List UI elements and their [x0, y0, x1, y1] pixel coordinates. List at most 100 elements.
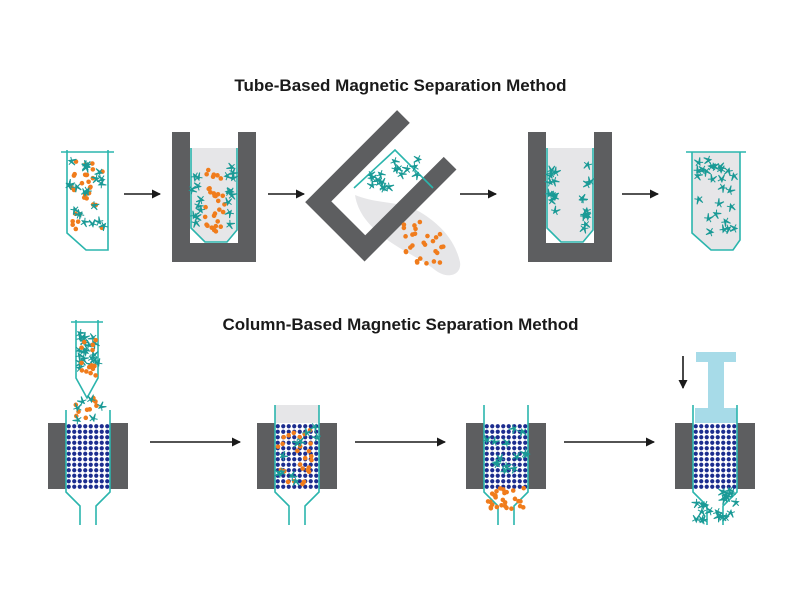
orange-cell — [412, 231, 418, 237]
teal-cell — [193, 182, 202, 191]
orange-cell — [90, 347, 95, 353]
orange-cell — [300, 466, 305, 471]
orange-cell — [417, 256, 423, 261]
teal-cell — [97, 401, 107, 411]
orange-cell — [281, 434, 287, 440]
teal-cell — [367, 172, 377, 182]
orange-cell — [421, 240, 427, 246]
teal-cell — [501, 438, 511, 448]
orange-cell — [280, 441, 285, 447]
orange-cell — [218, 224, 224, 230]
teal-cell — [88, 219, 97, 228]
teal-cell — [376, 169, 386, 180]
orange-cell — [75, 219, 81, 224]
orange-cell — [499, 503, 504, 508]
teal-cell — [482, 435, 491, 444]
teal-cell — [223, 197, 233, 207]
orange-cell — [213, 229, 219, 234]
orange-cell — [308, 441, 313, 446]
teal-cell — [707, 173, 718, 183]
teal-cell — [291, 438, 301, 448]
orange-cell — [220, 193, 226, 199]
teal-cell — [581, 220, 591, 230]
teal-cell — [87, 353, 98, 364]
column — [65, 410, 111, 525]
orange-cell — [90, 366, 96, 372]
orange-cell — [84, 369, 89, 374]
teal-cell — [75, 351, 85, 362]
orange-cell — [485, 499, 491, 504]
teal-cell — [721, 217, 731, 227]
orange-cell — [88, 370, 93, 376]
orange-cell — [494, 504, 500, 510]
orange-cell — [86, 179, 91, 185]
orange-cell — [215, 198, 221, 204]
orange-cell — [206, 186, 212, 192]
magnet — [257, 423, 275, 489]
teal-cell — [720, 492, 730, 502]
orange-cell — [215, 219, 221, 224]
orange-cell — [440, 244, 446, 249]
orange-cell — [509, 506, 514, 511]
magnet — [172, 132, 256, 262]
teal-cell — [500, 465, 509, 475]
orange-cell — [424, 261, 429, 266]
orange-cell — [83, 172, 89, 178]
teal-cell — [491, 458, 502, 469]
orange-cell — [205, 167, 211, 173]
cells-teal-and-orange-eluted — [482, 424, 531, 511]
teal-cell — [509, 464, 519, 474]
teal-cell — [692, 514, 701, 524]
teal-cell — [91, 174, 101, 184]
orange-cell — [510, 488, 516, 493]
orange-cell — [488, 505, 494, 511]
teal-cell — [195, 195, 205, 205]
orange-cell — [302, 455, 308, 461]
orange-cell — [502, 503, 508, 509]
magnet — [319, 423, 337, 489]
orange-cell — [497, 486, 503, 491]
cells-mixed — [72, 328, 107, 425]
teal-cell — [729, 224, 739, 233]
orange-cell — [403, 234, 408, 239]
teal-cell — [703, 155, 713, 165]
teal-cell — [278, 450, 289, 461]
teal-cell — [393, 164, 403, 174]
orange-cell — [93, 373, 98, 378]
teal-cell — [720, 512, 730, 522]
teal-cell — [583, 160, 593, 170]
teal-cell — [705, 227, 715, 237]
orange-cell — [434, 250, 440, 256]
tube — [66, 150, 109, 251]
teal-cell — [65, 180, 75, 191]
teal-cell — [730, 498, 740, 507]
orange-cell — [204, 171, 209, 177]
column-step-1 — [48, 320, 128, 525]
teal-cell — [73, 403, 82, 412]
orange-cell — [295, 448, 300, 454]
teal-cell — [288, 471, 298, 481]
teal-cell — [521, 450, 531, 459]
teal-cell — [224, 208, 234, 219]
teal-cell — [548, 190, 558, 201]
liquid — [275, 405, 319, 425]
orange-cell — [218, 176, 224, 181]
teal-cell — [226, 220, 236, 230]
orange-cell — [412, 223, 417, 228]
cells-mixed — [188, 162, 239, 234]
orange-cell — [90, 167, 96, 172]
orange-cell — [203, 204, 208, 210]
teal-cell — [80, 217, 90, 228]
teal-cell — [512, 452, 522, 461]
orange-cell — [275, 444, 281, 449]
orange-cell — [79, 345, 84, 350]
orange-cell — [79, 180, 85, 186]
teal-cell — [311, 432, 322, 442]
tube-step-2-in-magnet — [172, 132, 256, 262]
orange-cell — [215, 173, 220, 178]
orange-cell — [425, 233, 430, 239]
orange-cell — [81, 339, 87, 345]
orange-cell — [489, 491, 495, 496]
teal-cell — [189, 210, 199, 220]
